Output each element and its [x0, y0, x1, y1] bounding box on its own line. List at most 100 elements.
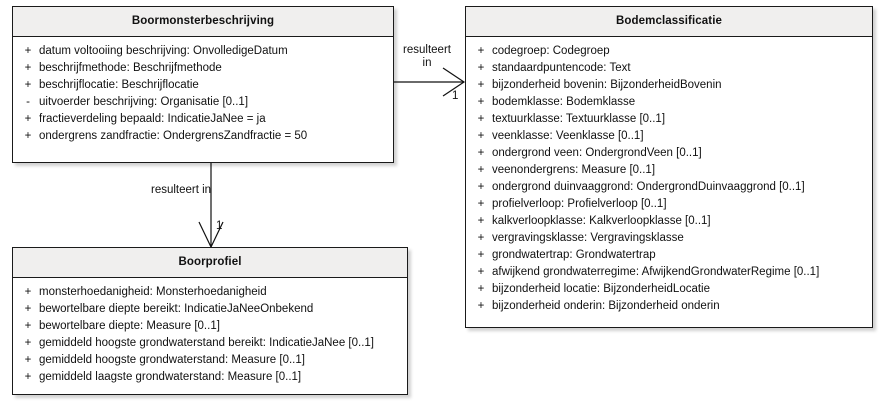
attribute-text: kalkverloopklasse: Kalkverloopklasse [0.…	[492, 214, 711, 227]
attribute-visibility: +	[477, 265, 485, 278]
class-title-boorprofiel: Boorprofiel	[13, 248, 407, 278]
attribute-row: + bijzonderheid bovenin: BijzonderheidBo…	[466, 77, 872, 94]
attribute-visibility: +	[477, 197, 485, 210]
attribute-visibility: +	[24, 302, 32, 315]
class-box-boorprofiel[interactable]: Boorprofiel + monsterhoedanigheid: Monst…	[12, 247, 408, 395]
attribute-visibility: +	[477, 95, 485, 108]
attribute-visibility: +	[477, 282, 485, 295]
attribute-visibility: +	[477, 146, 485, 159]
attribute-visibility: +	[24, 353, 32, 366]
attribute-row: + gemiddeld hoogste grondwaterstand bere…	[13, 335, 407, 352]
class-box-bodemclassificatie[interactable]: Bodemclassificatie + codegroep: Codegroe…	[465, 6, 873, 328]
attribute-text: veenondergrens: Measure [0..1]	[492, 163, 656, 176]
attribute-text: gemiddeld hoogste grondwaterstand bereik…	[39, 336, 374, 349]
attribute-text: bijzonderheid onderin: Bijzonderheid ond…	[492, 299, 720, 312]
attribute-row: + ondergrond veen: OndergrondVeen [0..1]	[466, 145, 872, 162]
attribute-text: grondwatertrap: Grondwatertrap	[492, 248, 656, 261]
attribute-row: + textuurklasse: Textuurklasse [0..1]	[466, 111, 872, 128]
attribute-row: + bijzonderheid onderin: Bijzonderheid o…	[466, 298, 872, 315]
attribute-row: + codegroep: Codegroep	[466, 43, 872, 60]
association-label-vertical-line1: resulteert in	[151, 184, 212, 196]
attribute-text: ondergrens zandfractie: OndergrensZandfr…	[39, 129, 308, 142]
attribute-row: + bewortelbare diepte bereikt: Indicatie…	[13, 301, 407, 318]
attribute-text: profielverloop: Profielverloop [0..1]	[492, 197, 667, 210]
attribute-text: datum voltooiing beschrijving: Onvolledi…	[39, 44, 288, 57]
attribute-row: + afwijkend grondwaterregime: AfwijkendG…	[466, 264, 872, 281]
attribute-text: bijzonderheid bovenin: BijzonderheidBove…	[492, 78, 722, 91]
attribute-text: gemiddeld hoogste grondwaterstand: Measu…	[39, 353, 305, 366]
association-label-horizontal-line1: resulteert	[403, 44, 451, 56]
attribute-text: ondergrond duinvaaggrond: OndergrondDuin…	[492, 180, 805, 193]
attribute-visibility: +	[24, 61, 32, 74]
attribute-row: + grondwatertrap: Grondwatertrap	[466, 247, 872, 264]
attribute-visibility: +	[477, 231, 485, 244]
attribute-text: beschrijflocatie: Beschrijflocatie	[39, 78, 199, 91]
attribute-row: + monsterhoedanigheid: Monsterhoedanighe…	[13, 284, 407, 301]
association-label-horizontal: resulteert in	[399, 44, 455, 70]
class-title-boormonsterbeschrijving: Boormonsterbeschrijving	[13, 7, 393, 37]
attribute-visibility: +	[24, 319, 32, 332]
attribute-visibility: +	[24, 285, 32, 298]
attribute-text: monsterhoedanigheid: Monsterhoedanigheid	[39, 285, 267, 298]
attribute-visibility: +	[24, 112, 32, 125]
attribute-text: fractieverdeling bepaald: IndicatieJaNee…	[39, 112, 266, 125]
attribute-text: uitvoerder beschrijving: Organisatie [0.…	[39, 95, 249, 108]
attribute-row: + veenondergrens: Measure [0..1]	[466, 162, 872, 179]
association-multiplicity-vertical: 1	[216, 220, 223, 232]
attribute-visibility: +	[24, 129, 32, 142]
class-attributes-boormonsterbeschrijving: + datum voltooiing beschrijving: Onvolle…	[13, 36, 393, 151]
attribute-text: ondergrond veen: OndergrondVeen [0..1]	[492, 146, 702, 159]
attribute-row: + beschrijflocatie: Beschrijflocatie	[13, 77, 393, 94]
attribute-row: + fractieverdeling bepaald: IndicatieJaN…	[13, 111, 393, 128]
attribute-text: veenklasse: Veenklasse [0..1]	[492, 129, 644, 142]
attribute-visibility: +	[24, 336, 32, 349]
attribute-row: + beschrijfmethode: Beschrijfmethode	[13, 60, 393, 77]
attribute-visibility: +	[477, 61, 485, 74]
attribute-row: + bodemklasse: Bodemklasse	[466, 94, 872, 111]
attribute-visibility: +	[477, 78, 485, 91]
association-multiplicity-horizontal: 1	[452, 90, 459, 102]
attribute-row: - uitvoerder beschrijving: Organisatie […	[13, 94, 393, 111]
attribute-visibility: -	[26, 95, 30, 108]
attribute-row: + gemiddeld hoogste grondwaterstand: Mea…	[13, 352, 407, 369]
class-attributes-boorprofiel: + monsterhoedanigheid: Monsterhoedanighe…	[13, 277, 407, 392]
class-attributes-bodemclassificatie: + codegroep: Codegroep + standaardpunten…	[466, 36, 872, 321]
association-label-horizontal-line2: in	[422, 57, 432, 69]
attribute-row: + kalkverloopklasse: Kalkverloopklasse […	[466, 213, 872, 230]
attribute-row: + ondergrond duinvaaggrond: OndergrondDu…	[466, 179, 872, 196]
attribute-row: + gemiddeld laagste grondwaterstand: Mea…	[13, 369, 407, 386]
attribute-row: + standaardpuntencode: Text	[466, 60, 872, 77]
attribute-row: + vergravingsklasse: Vergravingsklasse	[466, 230, 872, 247]
attribute-text: codegroep: Codegroep	[492, 44, 610, 57]
attribute-text: standaardpuntencode: Text	[492, 61, 631, 74]
attribute-text: bijzonderheid locatie: BijzonderheidLoca…	[492, 282, 711, 295]
attribute-text: bewortelbare diepte: Measure [0..1]	[39, 319, 220, 332]
attribute-visibility: +	[477, 44, 485, 57]
attribute-visibility: +	[477, 163, 485, 176]
attribute-text: bodemklasse: Bodemklasse	[492, 95, 636, 108]
attribute-visibility: +	[477, 112, 485, 125]
attribute-row: + bijzonderheid locatie: BijzonderheidLo…	[466, 281, 872, 298]
attribute-visibility: +	[24, 78, 32, 91]
attribute-text: vergravingsklasse: Vergravingsklasse	[492, 231, 684, 244]
class-box-boormonsterbeschrijving[interactable]: Boormonsterbeschrijving + datum voltooii…	[12, 6, 394, 163]
attribute-row: + veenklasse: Veenklasse [0..1]	[466, 128, 872, 145]
attribute-visibility: +	[24, 44, 32, 57]
attribute-text: textuurklasse: Textuurklasse [0..1]	[492, 112, 666, 125]
attribute-text: afwijkend grondwaterregime: AfwijkendGro…	[492, 265, 820, 278]
attribute-visibility: +	[477, 299, 485, 312]
attribute-row: + datum voltooiing beschrijving: Onvolle…	[13, 43, 393, 60]
attribute-visibility: +	[477, 248, 485, 261]
attribute-visibility: +	[477, 180, 485, 193]
attribute-text: gemiddeld laagste grondwaterstand: Measu…	[39, 370, 302, 383]
attribute-text: bewortelbare diepte bereikt: IndicatieJa…	[39, 302, 314, 315]
attribute-row: + profielverloop: Profielverloop [0..1]	[466, 196, 872, 213]
attribute-text: beschrijfmethode: Beschrijfmethode	[39, 61, 222, 74]
association-label-vertical: resulteert in	[151, 184, 211, 197]
attribute-visibility: +	[24, 370, 32, 383]
attribute-visibility: +	[477, 214, 485, 227]
attribute-visibility: +	[477, 129, 485, 142]
attribute-row: + ondergrens zandfractie: OndergrensZand…	[13, 128, 393, 145]
attribute-row: + bewortelbare diepte: Measure [0..1]	[13, 318, 407, 335]
